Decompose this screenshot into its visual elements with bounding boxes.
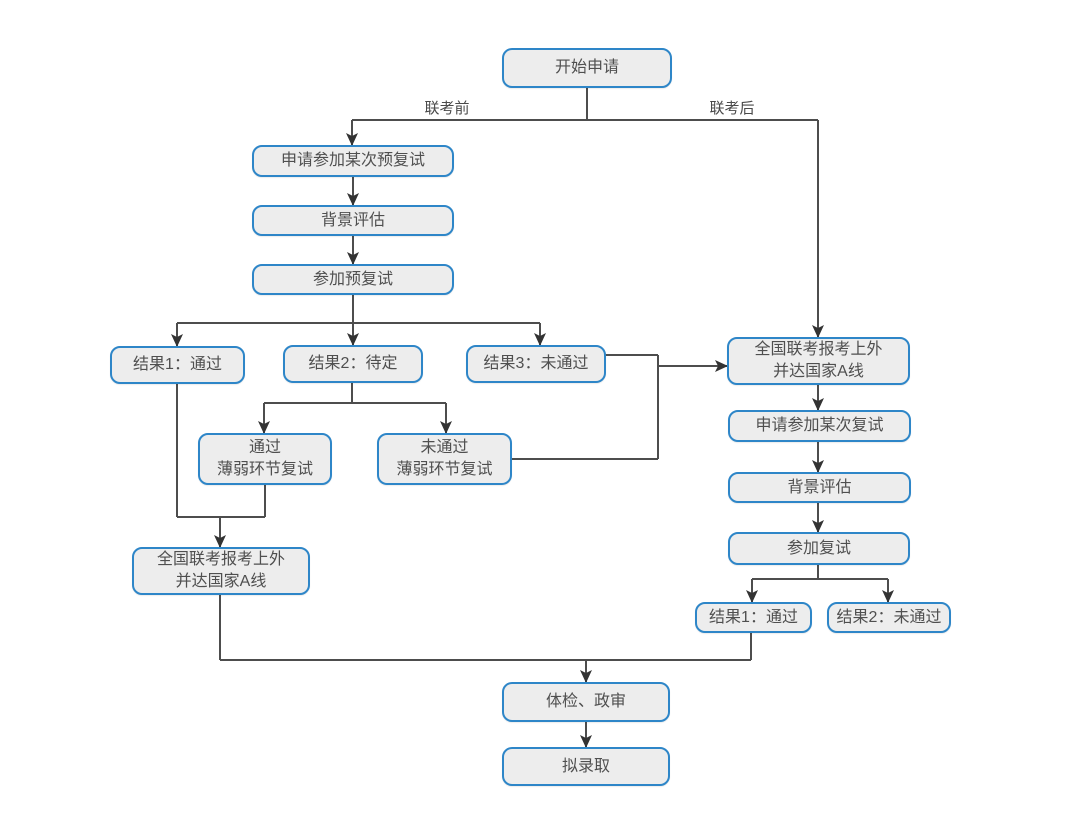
node-health-political-check: 体检、政审 — [502, 682, 670, 722]
node-weak-link-fail: 未通过 薄弱环节复试 — [377, 433, 512, 485]
node-national-exam-right: 全国联考报考上外 并达国家A线 — [727, 337, 910, 385]
node-background-eval-pre: 背景评估 — [252, 205, 454, 236]
node-pre-result-fail: 结果3：未通过 — [466, 345, 606, 383]
node-pre-result-pass: 结果1：通过 — [110, 346, 245, 384]
branch-label-after-exam: 联考后 — [702, 97, 762, 118]
node-attend-retest: 参加复试 — [728, 532, 910, 565]
node-attend-pre-retest: 参加预复试 — [252, 264, 454, 295]
node-retest-result-pass: 结果1：通过 — [695, 602, 812, 633]
node-apply-retest: 申请参加某次复试 — [728, 410, 911, 442]
node-start: 开始申请 — [502, 48, 672, 88]
node-apply-pre-retest: 申请参加某次预复试 — [252, 145, 454, 177]
node-background-eval-retest: 背景评估 — [728, 472, 911, 503]
node-retest-result-fail: 结果2：未通过 — [827, 602, 951, 633]
node-pre-result-pending: 结果2：待定 — [283, 345, 423, 383]
branch-label-before-exam: 联考前 — [417, 97, 477, 118]
node-national-exam-left: 全国联考报考上外 并达国家A线 — [132, 547, 310, 595]
node-weak-link-pass: 通过 薄弱环节复试 — [198, 433, 332, 485]
node-proposed-admission: 拟录取 — [502, 747, 670, 786]
